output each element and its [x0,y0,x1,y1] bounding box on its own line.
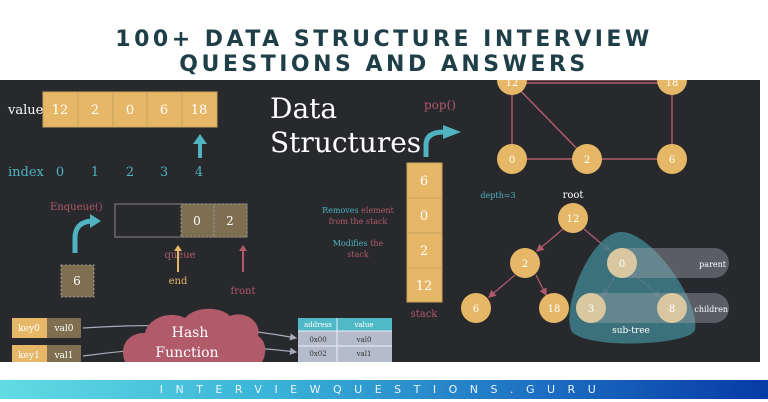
queue-cell: 2 [226,214,234,228]
enqueue-label: Enqueue() [50,202,103,213]
graph-node: 0 [509,155,515,166]
array-index: 1 [91,165,99,180]
table-header: value [353,321,373,329]
stack-cell: 12 [416,279,433,294]
tree-node: 3 [588,304,594,315]
stack-cell: 2 [420,244,428,259]
stack-diagram: pop() 6 0 2 12 stack [406,98,461,320]
depth-label: depth=3 [480,191,515,200]
array-cell: 2 [91,103,99,118]
array-index: 2 [126,165,134,180]
hash-label-1: Hash [172,325,209,341]
stack-label: stack [411,309,439,320]
array-index: 4 [195,165,203,180]
page-title-line-2: QUESTIONS AND ANSWERS [179,52,589,77]
array-cell: 18 [191,103,208,118]
hash-val: val0 [53,324,73,334]
hash-diagram: Hash Function key0 val0 key1 val1 addres… [12,308,392,362]
tree-node: 6 [473,304,479,315]
tree-node: 2 [522,259,528,270]
heading-data: Data [270,92,337,125]
data-structures-illustration: value 12 2 0 6 18 index 0 1 2 3 4 Data S… [0,80,760,362]
array-cell: 0 [126,103,134,118]
enqueue-arrow [72,218,93,253]
table-cell: val0 [356,336,372,344]
svg-text:from the stack: from the stack [329,217,388,226]
page-title-line-1: 100+ DATA STRUCTURE INTERVIEW [115,27,653,52]
svg-text:Removes element: Removes element [322,206,395,215]
stack-notes: Removes element from the stack Modifies … [322,206,395,259]
site-url-banner[interactable]: INTERVIEWQUESTIONS.GURU [0,380,768,399]
tree-diagram: depth=3 root 12 2 0 6 18 3 8 parent chil… [461,190,729,344]
queue-cell: 0 [193,214,201,228]
root-label: root [563,190,584,201]
tree-node: 8 [669,304,675,315]
hash-val: val1 [53,351,73,361]
tree-node: 12 [567,214,580,225]
queue-label: queue [164,250,195,261]
array-diagram: value 12 2 0 6 18 index 0 1 2 3 4 [7,91,218,180]
table-cell: 0x00 [309,336,326,344]
queue-front-label: front [231,286,256,297]
array-value-label: value [7,103,44,118]
array-cell: 6 [160,103,168,118]
graph-node: 6 [669,155,675,166]
hash-label-2: Function [155,345,218,361]
hash-key: key1 [18,351,40,361]
tree-node: 0 [619,259,625,270]
array-index-label: index [8,165,45,180]
graph-node: 12 [506,80,519,89]
hash-key: key0 [18,324,40,334]
svg-text:stack: stack [347,250,369,259]
tree-node: 18 [548,304,561,315]
array-index: 0 [56,165,64,180]
array-index: 3 [160,165,168,180]
svg-text:Modifies the: Modifies the [333,239,384,248]
heading-structures: Structures [270,126,421,159]
stack-cell: 0 [420,209,428,224]
table-header: address [304,321,332,329]
incoming-element: 6 [73,274,81,288]
table-cell: 0x02 [309,350,326,358]
children-label: children [694,305,728,314]
table-cell: val1 [356,350,372,358]
graph-node: 2 [584,155,590,166]
parent-label: parent [699,260,727,269]
queue-diagram: Enqueue() 6 0 2 queue end front [50,202,256,298]
subtree-label: sub-tree [612,326,650,336]
parent-band [610,248,729,278]
graph-diagram: 12 18 0 2 6 [497,80,687,174]
children-band [576,293,729,323]
array-cell: 12 [52,103,69,118]
stack-cell: 6 [420,174,428,189]
hash-function-cloud [122,308,266,362]
pop-label: pop() [424,98,456,112]
graph-node: 18 [666,80,679,89]
queue-end-label: end [169,276,188,287]
